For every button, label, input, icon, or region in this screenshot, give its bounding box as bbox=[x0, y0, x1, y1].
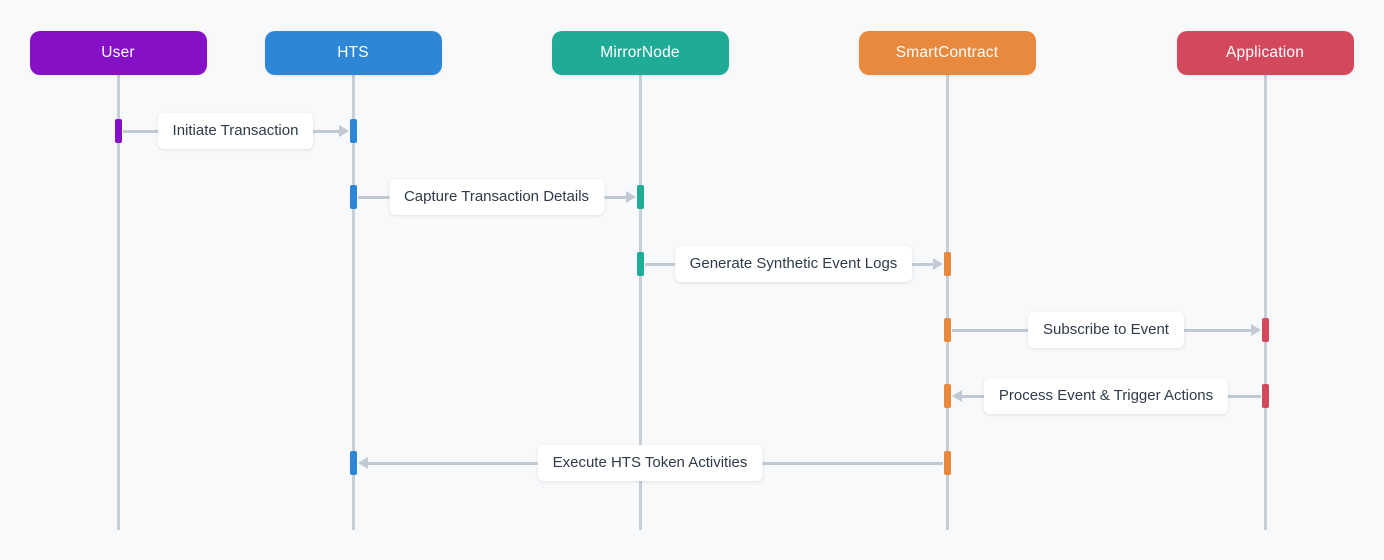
arrowhead-right-icon bbox=[1250, 324, 1261, 336]
message-label: Subscribe to Event bbox=[1028, 312, 1184, 348]
activation-bar-smartcontract bbox=[943, 252, 951, 276]
message-label: Initiate Transaction bbox=[157, 113, 314, 149]
actor-application: Application bbox=[1176, 31, 1354, 75]
activation-bar-application bbox=[1261, 318, 1269, 342]
lifeline-user bbox=[116, 75, 120, 530]
lifeline-smartcontract bbox=[945, 75, 949, 530]
activation-bar-application bbox=[1261, 384, 1269, 408]
arrowhead-left-icon bbox=[357, 457, 368, 469]
actor-user: User bbox=[29, 31, 207, 75]
activation-bar-smartcontract bbox=[943, 384, 951, 408]
lifeline-mirrornode bbox=[638, 75, 642, 530]
message-label: Generate Synthetic Event Logs bbox=[674, 246, 913, 282]
arrowhead-right-icon bbox=[932, 258, 943, 270]
activation-bar-mirrornode bbox=[636, 252, 644, 276]
activation-bar-hts bbox=[349, 119, 357, 143]
arrowhead-right-icon bbox=[338, 125, 349, 137]
message-label: Capture Transaction Details bbox=[388, 179, 605, 215]
activation-bar-mirrornode bbox=[636, 185, 644, 209]
activation-bar-user bbox=[114, 119, 122, 143]
lifeline-hts bbox=[351, 75, 355, 530]
lifeline-application bbox=[1263, 75, 1267, 530]
arrowhead-left-icon bbox=[951, 390, 962, 402]
activation-bar-hts bbox=[349, 185, 357, 209]
activation-bar-smartcontract bbox=[943, 451, 951, 475]
activation-bar-smartcontract bbox=[943, 318, 951, 342]
actor-mirrornode: MirrorNode bbox=[551, 31, 729, 75]
message-label: Execute HTS Token Activities bbox=[537, 445, 763, 481]
message-label: Process Event & Trigger Actions bbox=[983, 378, 1229, 414]
activation-bar-hts bbox=[349, 451, 357, 475]
arrowhead-right-icon bbox=[625, 191, 636, 203]
actor-smartcontract: SmartContract bbox=[858, 31, 1036, 75]
actor-hts: HTS bbox=[264, 31, 442, 75]
